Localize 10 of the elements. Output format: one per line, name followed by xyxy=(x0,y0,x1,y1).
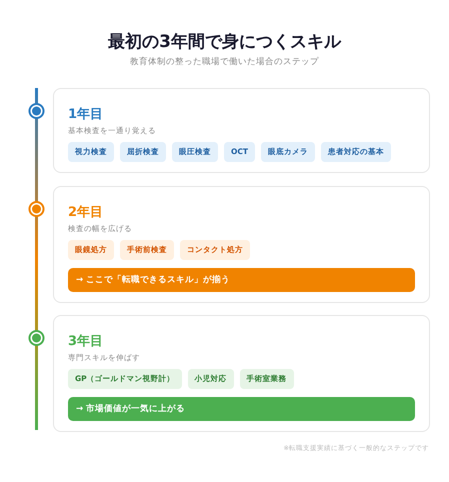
highlight-banner: → 市場価値が一気に上がる xyxy=(68,397,415,421)
year-heading: 2年目 xyxy=(68,204,104,221)
year-heading: 1年目 xyxy=(68,106,104,123)
step-card xyxy=(53,186,430,303)
highlight-banner: → ここで「転職できるスキル」が揃う xyxy=(68,268,415,292)
year-heading: 3年目 xyxy=(68,333,104,350)
step-card xyxy=(53,88,430,173)
step-card xyxy=(53,315,430,432)
subtitle: 教育体制の整った職場で働いた場合のステップ xyxy=(129,56,320,68)
diagram-title: 最初の3年間で身につくスキル xyxy=(107,31,342,53)
